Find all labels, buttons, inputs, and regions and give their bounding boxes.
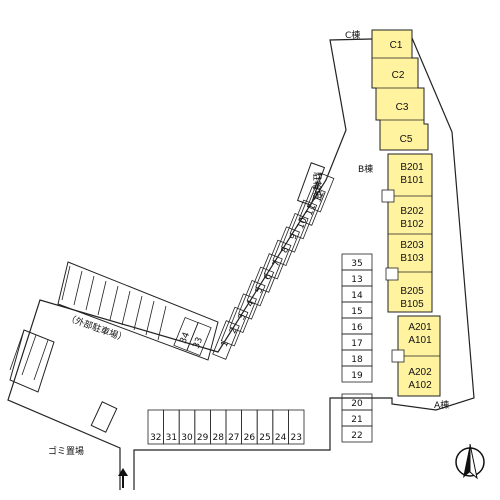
- unit-a101: A101: [408, 335, 432, 346]
- unit-b205: B205: [400, 286, 424, 297]
- parking-space-number: 18: [351, 355, 363, 365]
- unit-a102: A102: [408, 380, 432, 391]
- unit-b203: B203: [400, 240, 424, 251]
- parking-space: 5: [246, 266, 275, 307]
- parking-space-number: 32: [150, 433, 161, 443]
- parking-space-number: 17: [351, 339, 362, 349]
- parking-space-number: 13: [351, 275, 362, 285]
- parking-space-number: 34: [179, 331, 193, 346]
- parking-space: 10: [289, 199, 318, 240]
- unit-b105: B105: [400, 299, 424, 310]
- parking-space: 4: [238, 279, 266, 320]
- parking-space-number: 33: [192, 336, 206, 350]
- unit-b202: B202: [400, 206, 424, 217]
- parking-space: 33: [186, 321, 212, 357]
- parking-space-number: 10: [296, 216, 310, 231]
- unit-b103: B103: [400, 253, 424, 264]
- parking-space-number: 29: [197, 433, 209, 443]
- parking-space-number: 5: [254, 286, 265, 295]
- parking-space: 3: [229, 293, 257, 334]
- unit-a201: A201: [408, 322, 432, 333]
- parking-space-number: 8: [280, 246, 292, 255]
- up-arrow-icon: [118, 468, 128, 488]
- unit-c3: C3: [396, 102, 409, 113]
- parking-space: [287, 409, 305, 445]
- parking-space-number: 25: [259, 433, 270, 443]
- building-a: [391, 315, 441, 397]
- parking-space-number: 28: [212, 433, 224, 443]
- unit-c5: C5: [400, 134, 413, 145]
- bicycle-parking-label: 駐輪場: [311, 172, 323, 199]
- parking-space-number: 23: [290, 433, 301, 443]
- parking-space-number: 20: [351, 399, 363, 409]
- parking-space-number: 19: [351, 371, 363, 381]
- parking-space-number: 15: [351, 307, 362, 317]
- parking-space: 1: [212, 320, 240, 360]
- outside-parking-area: [57, 261, 219, 361]
- parking-right-column: 35 13 14 15 16 17 18 19: [341, 253, 373, 383]
- parking-space-number: 12: [313, 190, 327, 204]
- parking-space-number: 16: [351, 323, 363, 333]
- parking-space: 7: [263, 239, 292, 280]
- outside-parking-area-2: [9, 329, 55, 393]
- building-c: [371, 29, 429, 151]
- parking-bottom-right: 20 21 22: [341, 393, 373, 443]
- parking-space-number: 7: [271, 259, 282, 268]
- parking-space-number: 11: [305, 203, 319, 217]
- unit-b101: B101: [400, 175, 424, 186]
- outside-parking-2-diagonals: [9, 329, 49, 381]
- building-b: [381, 153, 433, 313]
- parking-space-number: 24: [275, 433, 287, 443]
- parking-space-number: 2: [228, 326, 239, 335]
- building-c-label: C棟: [345, 29, 360, 41]
- parking-space-number: 21: [351, 415, 362, 425]
- north-arrow-icon: [455, 443, 485, 480]
- parking-space-number: 14: [351, 291, 363, 301]
- parking-space-number: 31: [166, 433, 177, 443]
- parking-space-number: 6: [263, 272, 275, 281]
- parking-space: 6: [255, 253, 283, 293]
- parking-space-number: 26: [244, 433, 256, 443]
- parking-space-number: 1: [220, 340, 231, 349]
- unit-c2: C2: [392, 70, 405, 81]
- unit-a202: A202: [408, 367, 432, 378]
- building-a-label: A棟: [434, 399, 449, 411]
- parking-space-number: 9: [289, 232, 301, 241]
- bicycle-parking: [296, 162, 326, 206]
- parking-space: 12: [306, 172, 335, 213]
- garbage-label: ゴミ置場: [48, 445, 84, 457]
- parking-space: 2: [220, 306, 249, 347]
- parking-space: 9: [281, 212, 309, 253]
- parking-space: [341, 365, 373, 383]
- parking-space: [341, 425, 373, 443]
- unit-b102: B102: [400, 219, 424, 230]
- property-boundary: [7, 37, 475, 490]
- parking-space-number: 27: [228, 433, 239, 443]
- building-b-label: B棟: [358, 163, 373, 175]
- parking-space-number: 4: [246, 299, 258, 308]
- unit-c1: C1: [390, 40, 403, 51]
- parking-space-number: 30: [181, 433, 193, 443]
- parking-space-number: 3: [237, 313, 248, 322]
- parking-space-number: 22: [351, 431, 362, 441]
- parking-space: 8: [272, 226, 300, 267]
- unit-b201: B201: [400, 162, 424, 173]
- parking-space-number: 35: [351, 259, 362, 269]
- outside-parking-diagonals: [61, 265, 167, 341]
- garbage-area: [90, 401, 118, 433]
